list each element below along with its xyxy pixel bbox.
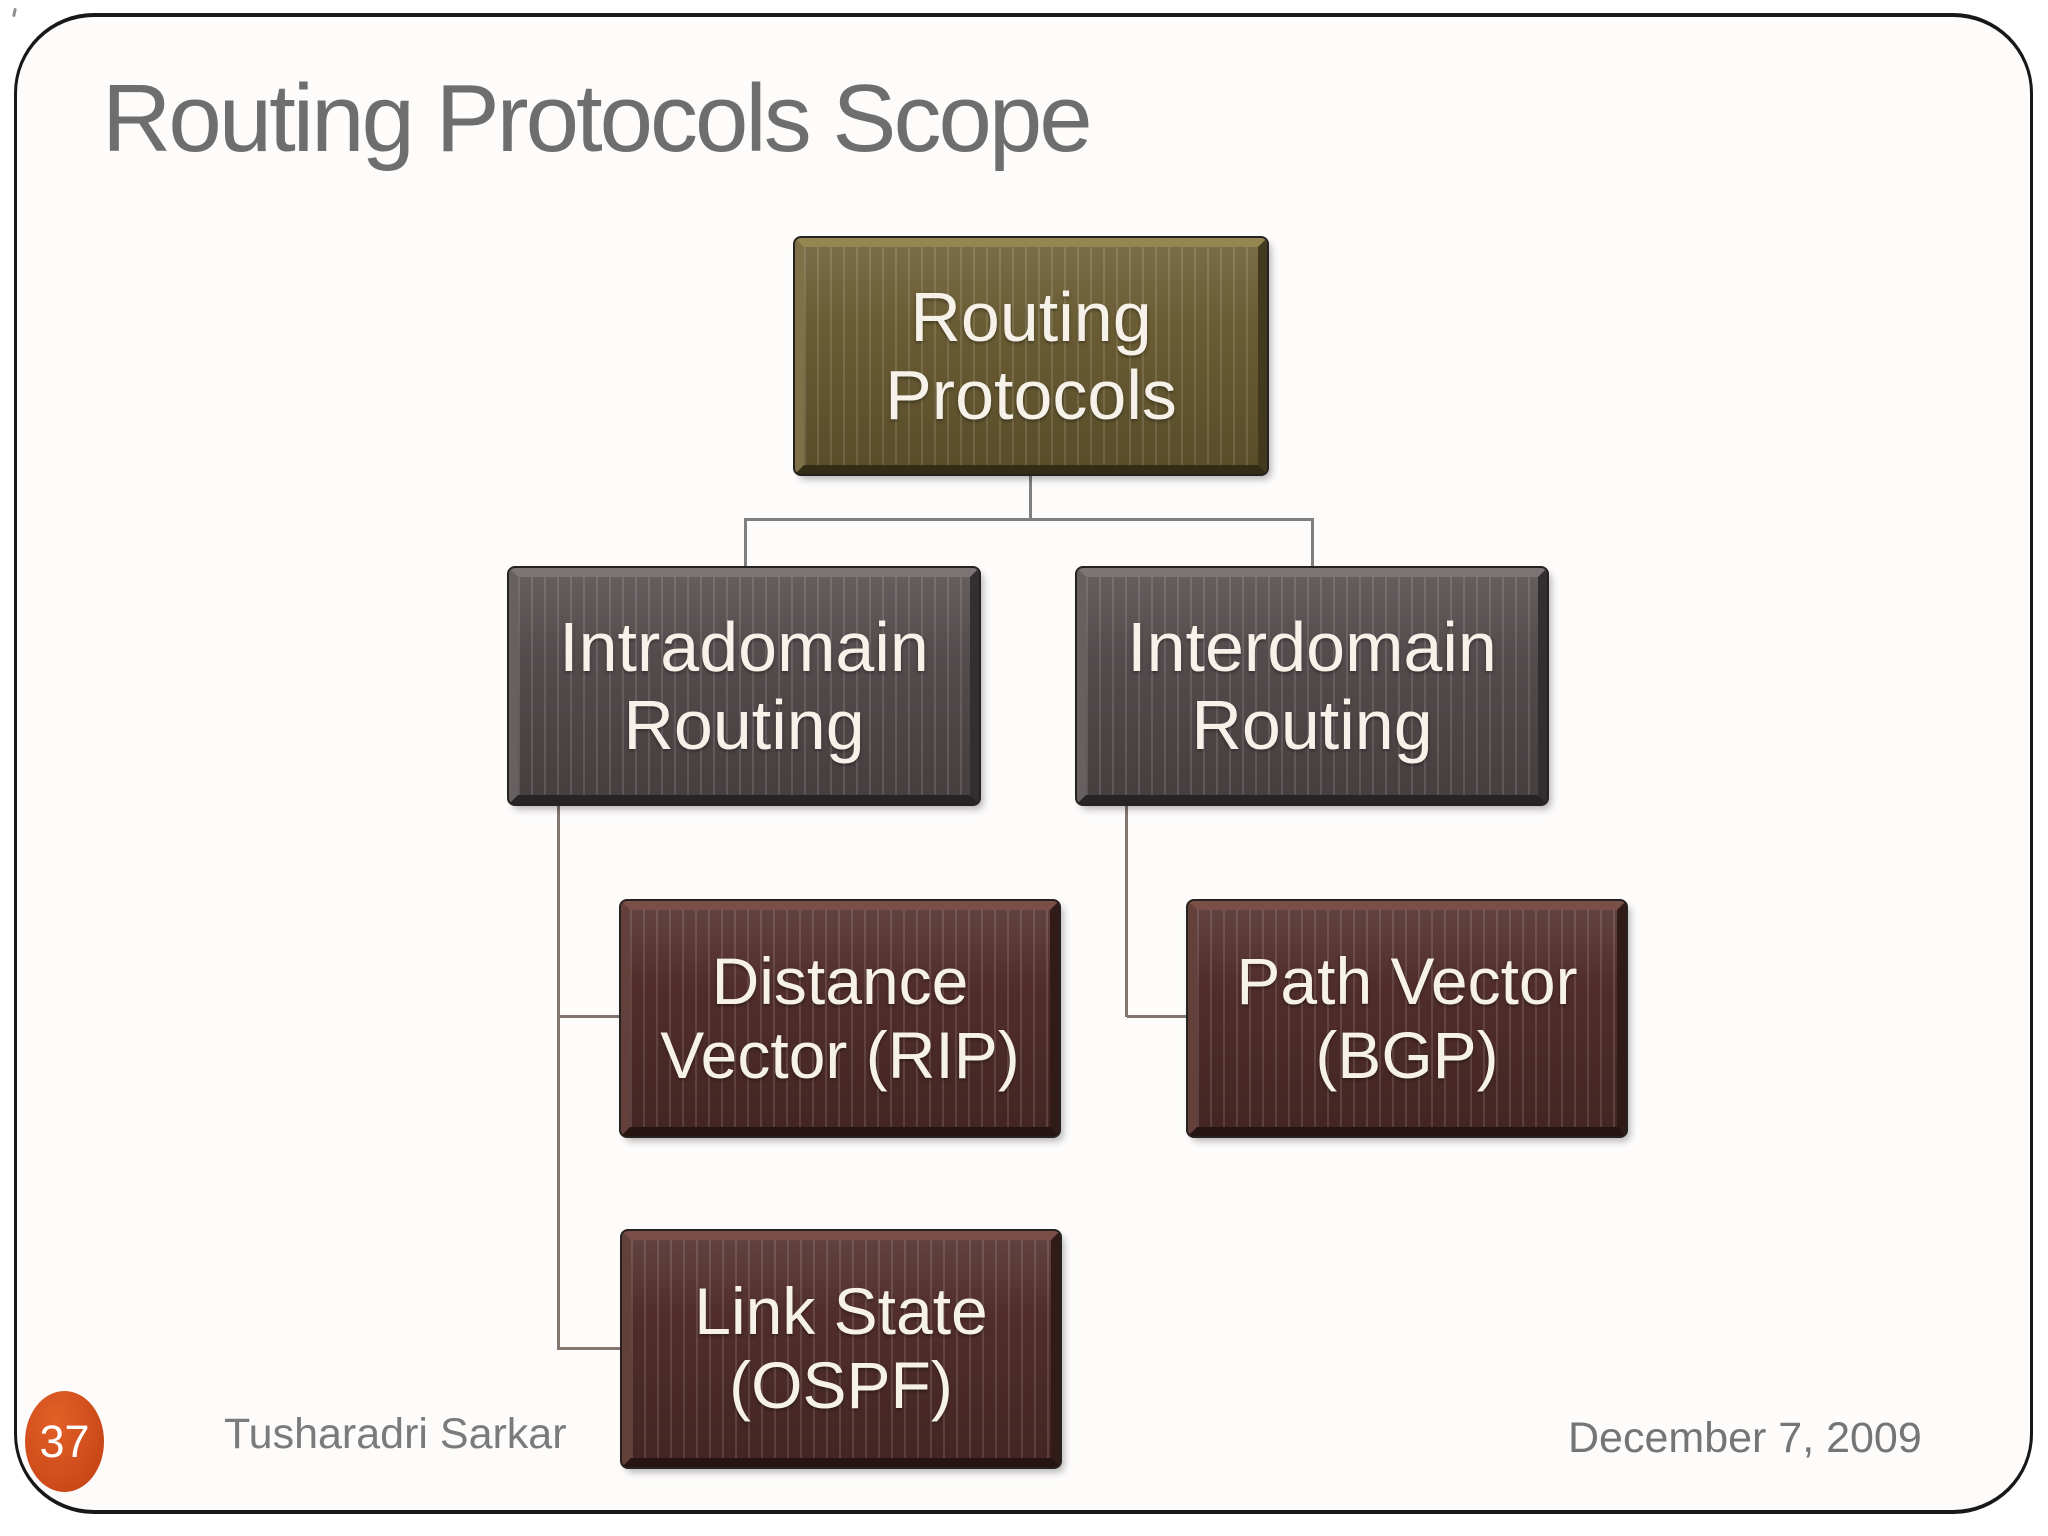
connector-interdomain-vertical (1125, 802, 1128, 1017)
node-intradomain-routing: Intradomain Routing (509, 568, 979, 804)
node-distance-vector-rip-label: Distance Vector (RIP) (660, 943, 1020, 1092)
connector-to-distance-vector (559, 1015, 621, 1018)
slide-title: Routing Protocols Scope (102, 65, 1093, 172)
footer-author: Tusharadri Sarkar (224, 1410, 567, 1458)
connector-to-link-state (559, 1347, 622, 1350)
node-path-vector-bgp-label: Path Vector (BGP) (1236, 943, 1578, 1092)
connector-drop-intradomain (744, 520, 747, 568)
node-distance-vector-rip: Distance Vector (RIP) (621, 901, 1059, 1136)
footer-date: December 7, 2009 (1568, 1414, 1922, 1462)
page-number-badge: 37 (25, 1391, 104, 1492)
connector-to-path-vector (1127, 1015, 1188, 1018)
node-routing-protocols: Routing Protocols (795, 238, 1267, 474)
connector-root-stub (1029, 474, 1032, 520)
node-path-vector-bgp: Path Vector (BGP) (1188, 901, 1626, 1136)
connector-level1-horizontal (744, 518, 1314, 521)
node-link-state-ospf-label: Link State (OSPF) (694, 1274, 988, 1422)
node-intradomain-routing-label: Intradomain Routing (559, 607, 929, 764)
page-number: 37 (39, 1415, 90, 1467)
corner-mark (12, 7, 17, 18)
node-link-state-ospf: Link State (OSPF) (622, 1231, 1060, 1467)
connector-drop-interdomain (1311, 520, 1314, 568)
node-routing-protocols-label: Routing Protocols (885, 277, 1177, 434)
node-interdomain-routing-label: Interdomain Routing (1127, 607, 1497, 764)
node-interdomain-routing: Interdomain Routing (1077, 568, 1547, 804)
connector-intradomain-vertical (557, 802, 560, 1350)
